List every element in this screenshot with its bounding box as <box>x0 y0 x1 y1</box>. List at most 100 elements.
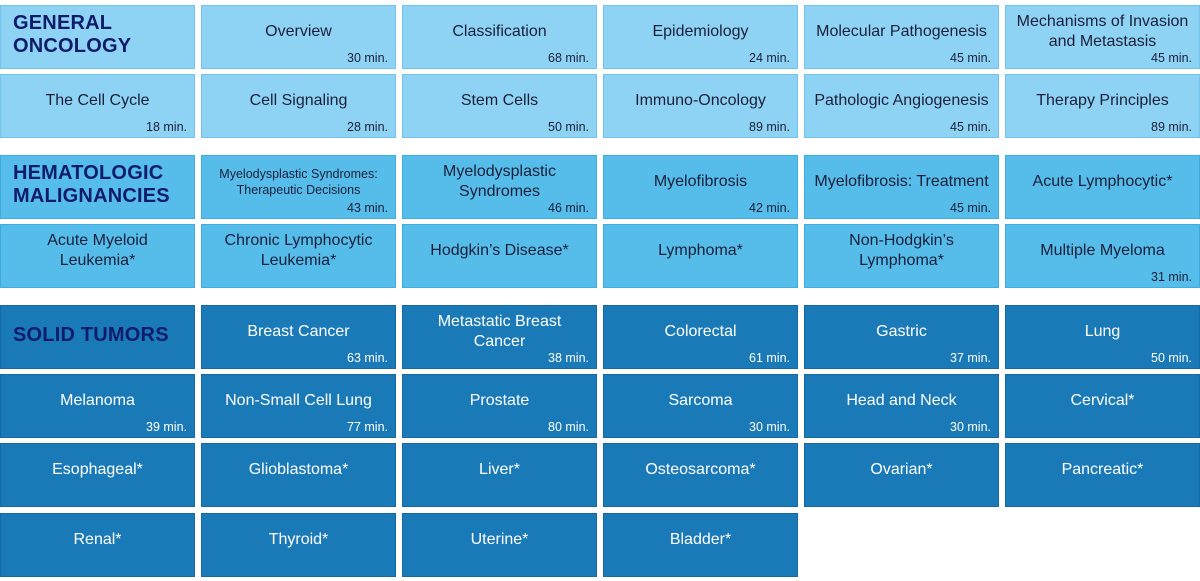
course-tile-myelofibrosis-treatment[interactable]: Myelofibrosis: Treatment 45 min. <box>804 155 999 219</box>
course-duration: 63 min. <box>347 351 388 365</box>
course-title: Lymphoma* <box>658 242 743 259</box>
course-tile-non-hodgkins-lymphoma[interactable]: Non-Hodgkin’s Lymphoma* <box>804 224 999 288</box>
course-duration: 18 min. <box>146 120 187 134</box>
course-tile-gastric[interactable]: Gastric 37 min. <box>804 305 999 369</box>
course-tile-bladder[interactable]: Bladder* <box>603 513 798 577</box>
course-title: Gastric <box>876 323 927 340</box>
course-title: Glioblastoma* <box>248 461 349 478</box>
course-title: Acute Lymphocytic* <box>1032 173 1173 190</box>
course-title: Breast Cancer <box>247 323 350 340</box>
course-duration: 38 min. <box>548 351 589 365</box>
course-title: The Cell Cycle <box>45 92 150 109</box>
course-duration: 42 min. <box>749 201 790 215</box>
course-title: Osteosarcoma* <box>645 461 756 478</box>
course-title: Overview <box>265 23 332 40</box>
course-duration: 37 min. <box>950 351 991 365</box>
course-tile-pancreatic[interactable]: Pancreatic* <box>1005 443 1200 507</box>
section-heading: HEMATOLOGIC MALIGNANCIES <box>13 162 170 207</box>
course-tile-thyroid[interactable]: Thyroid* <box>201 513 396 577</box>
course-tile-multiple-myeloma[interactable]: Multiple Myeloma 31 min. <box>1005 224 1200 288</box>
course-tile-lung[interactable]: Lung 50 min. <box>1005 305 1200 369</box>
general-oncology-heading-tile: GENERAL ONCOLOGY <box>0 5 195 69</box>
course-tile-uterine[interactable]: Uterine* <box>402 513 597 577</box>
course-title: Sarcoma <box>668 392 733 409</box>
course-title: Multiple Myeloma <box>1040 242 1165 259</box>
course-title: Myelofibrosis: Treatment <box>814 173 989 190</box>
course-duration: 77 min. <box>347 420 388 434</box>
course-tile-liver[interactable]: Liver* <box>402 443 597 507</box>
course-title: Acute Myeloid Leukemia* <box>47 232 148 269</box>
course-title: Hodgkin’s Disease* <box>430 242 569 259</box>
course-title: Esophageal* <box>52 461 143 478</box>
course-duration: 50 min. <box>1151 351 1192 365</box>
course-tile-ovarian[interactable]: Ovarian* <box>804 443 999 507</box>
course-title: Cervical* <box>1070 392 1135 409</box>
course-tile-acute-lymphocytic[interactable]: Acute Lymphocytic* <box>1005 155 1200 219</box>
course-duration: 31 min. <box>1151 270 1192 284</box>
course-duration: 89 min. <box>749 120 790 134</box>
solid-tumors-row-3: Esophageal* Glioblastoma* Liver* Osteosarco… <box>0 443 1200 507</box>
course-title: Bladder* <box>669 531 732 548</box>
course-tile-renal[interactable]: Renal* <box>0 513 195 577</box>
course-tile-esophageal[interactable]: Esophageal* <box>0 443 195 507</box>
course-title: Uterine* <box>470 531 529 548</box>
course-duration: 45 min. <box>950 120 991 134</box>
course-duration: 68 min. <box>548 51 589 65</box>
course-title: Melanoma <box>60 392 135 409</box>
course-duration: 30 min. <box>749 420 790 434</box>
course-tile-glioblastoma[interactable]: Glioblastoma* <box>201 443 396 507</box>
course-tile-sarcoma[interactable]: Sarcoma 30 min. <box>603 374 798 438</box>
course-tile-breast-cancer[interactable]: Breast Cancer 63 min. <box>201 305 396 369</box>
course-duration: 39 min. <box>146 420 187 434</box>
course-tile-the-cell-cycle[interactable]: The Cell Cycle 18 min. <box>0 74 195 138</box>
solid-tumors-heading-tile: SOLID TUMORS <box>0 305 195 369</box>
course-tile-osteosarcoma[interactable]: Osteosarcoma* <box>603 443 798 507</box>
course-tile-acute-myeloid-leukemia[interactable]: Acute Myeloid Leukemia* <box>0 224 195 288</box>
hematologic-malignancies-row-1: HEMATOLOGIC MALIGNANCIES Myelodysplastic … <box>0 155 1200 219</box>
course-title: Metastatic Breast Cancer <box>437 313 562 350</box>
course-duration: 89 min. <box>1151 120 1192 134</box>
course-title: Pathologic Angiogenesis <box>814 92 989 109</box>
course-tile-chronic-lymphocytic-leukemia[interactable]: Chronic Lymphocytic Leukemia* <box>201 224 396 288</box>
course-duration: 45 min. <box>1151 51 1192 65</box>
course-title: Mechanisms of Invasion and Metastasis <box>1016 13 1189 50</box>
course-duration: 50 min. <box>548 120 589 134</box>
course-duration: 80 min. <box>548 420 589 434</box>
course-tile-melanoma[interactable]: Melanoma 39 min. <box>0 374 195 438</box>
course-title: Epidemiology <box>652 23 749 40</box>
hematologic-malignancies-row-2: Acute Myeloid Leukemia* Chronic Lymphocyt… <box>0 224 1200 288</box>
course-tile-hodgkins-disease[interactable]: Hodgkin’s Disease* <box>402 224 597 288</box>
course-title: Pancreatic* <box>1061 461 1144 478</box>
section-heading: GENERAL ONCOLOGY <box>13 12 132 57</box>
course-title: Non-Hodgkin’s Lymphoma* <box>849 232 954 269</box>
solid-tumors-row-1: SOLID TUMORS Breast Cancer 63 min. Metastat… <box>0 305 1200 369</box>
course-title: Head and Neck <box>846 392 957 409</box>
solid-tumors-row-4: Renal*Thyroid* Uterine* Bladder* <box>0 513 1200 577</box>
course-tile-cervical[interactable]: Cervical* <box>1005 374 1200 438</box>
course-tile-myelodysplastic-syndromes-therapeutic-decisions[interactable]: Myelodysplastic Syndromes: Therapeutic D… <box>201 155 396 219</box>
course-tile-lymphoma[interactable]: Lymphoma* <box>603 224 798 288</box>
course-duration: 46 min. <box>548 201 589 215</box>
course-tile-pathologic-angiogenesis[interactable]: Pathologic Angiogenesis 45 min. <box>804 74 999 138</box>
course-title: Lung <box>1084 323 1121 340</box>
course-duration: 45 min. <box>950 201 991 215</box>
